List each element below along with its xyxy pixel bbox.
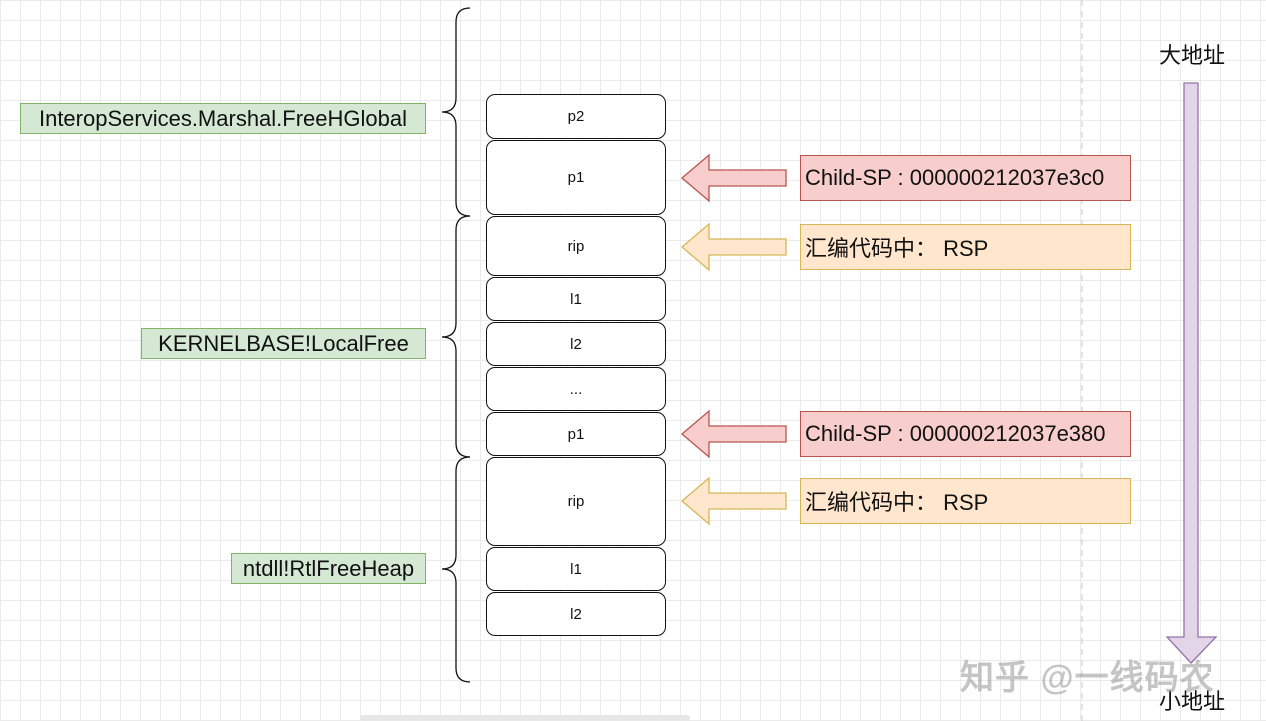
arrow-left-icon <box>680 476 787 526</box>
arrow-left-icon <box>680 222 787 272</box>
stack-cell-rip: rip <box>486 457 666 546</box>
watermark: 知乎 @一线码农 <box>960 659 1215 697</box>
stack-cell-l1: l1 <box>486 277 666 321</box>
arrow-left-icon <box>680 153 787 203</box>
child-sp-note: Child-SP : 000000212037e3c0 <box>800 155 1131 201</box>
arrow-left-icon <box>680 409 787 459</box>
frame-label-localfree: KERNELBASE!LocalFree <box>141 328 426 359</box>
rsp-note: 汇编代码中： RSP <box>800 224 1131 270</box>
rsp-note: 汇编代码中： RSP <box>800 478 1131 524</box>
stack-cell-p2: p2 <box>486 94 666 139</box>
arrow-down-icon <box>1165 82 1218 664</box>
horizontal-scrollbar[interactable] <box>360 715 690 721</box>
child-sp-note: Child-SP : 000000212037e380 <box>800 411 1131 457</box>
stack-cell-p1: p1 <box>486 140 666 215</box>
stack-cell-rip: rip <box>486 216 666 276</box>
stack-cell-l2: l2 <box>486 322 666 366</box>
low-address-label: 小地址 <box>1159 689 1226 714</box>
brace-frame-1 <box>441 7 471 217</box>
brace-frame-3 <box>441 456 471 683</box>
frame-label-freehglobal: InteropServices.Marshal.FreeHGlobal <box>20 103 426 134</box>
high-address-label: 大地址 <box>1159 43 1226 68</box>
stack-cell-l2: l2 <box>486 592 666 636</box>
frame-label-rtlfreeheap: ntdll!RtlFreeHeap <box>231 553 426 584</box>
brace-frame-2 <box>441 215 471 458</box>
stack-cell-l1: l1 <box>486 547 666 591</box>
stack-cell-ellipsis: ... <box>486 367 666 411</box>
stack-cell-p1: p1 <box>486 412 666 456</box>
